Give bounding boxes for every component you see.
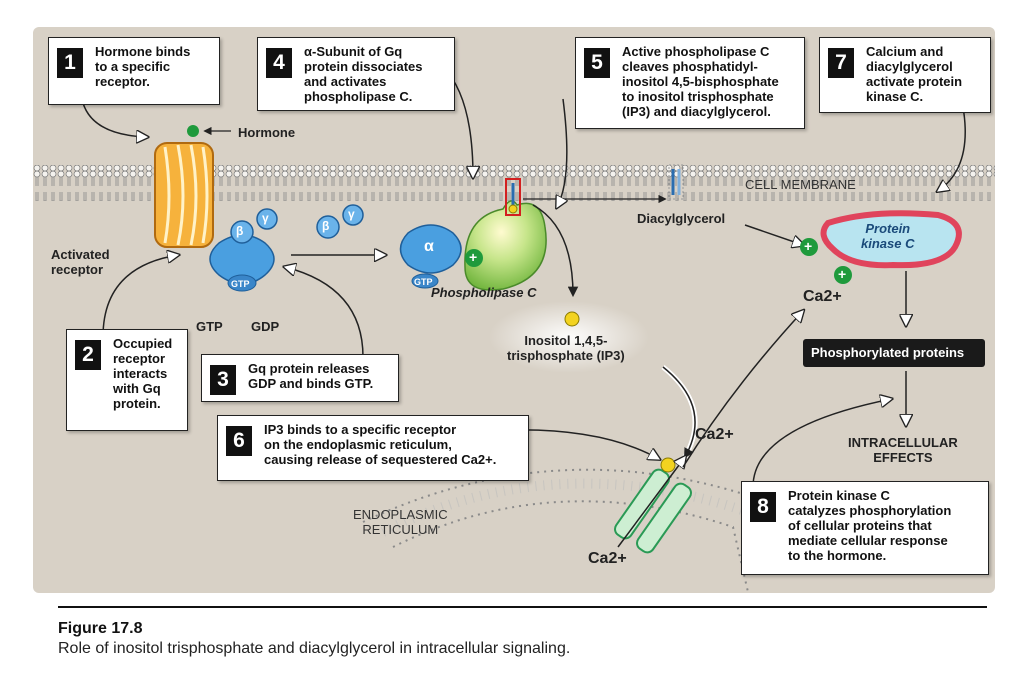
beta-gamma-subunit	[316, 204, 364, 239]
diagram-panel: 1 Hormone binds to a specific receptor. …	[33, 27, 995, 593]
gtp-alpha-label: GTP	[414, 277, 433, 287]
hormone-label: Hormone	[238, 125, 296, 140]
plus-ca-marker	[834, 266, 852, 284]
ip3-label: Inositol 1,4,5- trisphosphate (IP3)	[507, 333, 625, 363]
step-1-text: Hormone binds to a specific receptor.	[95, 44, 191, 89]
step-4-text: α-Subunit of Gq protein dissociates and …	[304, 44, 423, 104]
step-8-number: 8	[750, 492, 776, 522]
er-label: ENDOPLASMIC RETICULUM	[353, 507, 448, 537]
ca-label-pkc: Ca2+	[803, 288, 842, 305]
step-1-number: 1	[57, 48, 83, 78]
step-8-text: Protein kinase C catalyzes phosphorylati…	[788, 488, 952, 563]
beta-label: β	[236, 224, 244, 238]
step-4-box: 4 α-Subunit of Gq protein dissociates an…	[257, 37, 455, 111]
plus-sign-plc: +	[469, 249, 478, 265]
gamma-free-label: γ	[348, 207, 355, 221]
ip3-bound	[660, 457, 676, 473]
plus-sign-ca: +	[838, 266, 847, 282]
step-8-box: 8 Protein kinase C catalyzes phosphoryla…	[741, 481, 989, 575]
ca-label-er: Ca2+	[588, 550, 627, 567]
gtp-label: GTP	[196, 319, 223, 334]
plus-sign-dag: +	[804, 238, 813, 254]
step-1-box: 1 Hormone binds to a specific receptor.	[48, 37, 220, 105]
diacylglycerol-label: Diacylglycerol	[637, 211, 726, 226]
step-5-box: 5 Active phospholipase C cleaves phospha…	[575, 37, 805, 129]
ip3-molecule	[564, 311, 580, 327]
pip2-marker	[505, 178, 521, 216]
protein-kinase-c-label: Protein kinase C	[861, 221, 915, 251]
cell-membrane-label: CELL MEMBRANE	[745, 177, 856, 192]
g-protein-complex	[209, 208, 278, 292]
step-6-text: IP3 binds to a specific receptor on the …	[264, 422, 497, 467]
step-2-box: 2 Occupied receptor interacts with Gq pr…	[66, 329, 188, 431]
step-5-text: Active phospholipase C cleaves phosphati…	[622, 44, 779, 119]
step-5-number: 5	[584, 48, 610, 78]
step-7-box: 7 Calcium and diacylglycerol activate pr…	[819, 37, 991, 113]
step-7-number: 7	[828, 48, 854, 78]
er-membrane	[362, 468, 774, 593]
step-4-number: 4	[266, 48, 292, 78]
step-3-text: Gq protein releases GDP and binds GTP.	[248, 361, 374, 391]
plus-dag-marker	[800, 238, 818, 256]
hormone-molecule	[187, 125, 199, 137]
ip3-receptor	[614, 468, 692, 554]
alpha-label: α	[424, 238, 434, 255]
plus-plc-marker	[465, 249, 483, 267]
activated-receptor	[154, 142, 214, 248]
beta-free-label: β	[322, 219, 330, 233]
intracellular-effects-label: INTRACELLULAR EFFECTS	[848, 435, 958, 465]
phospholipase-c-label: Phospholipase C	[431, 285, 537, 300]
step-3-number: 3	[210, 365, 236, 395]
figure-caption: Role of inositol trisphosphate and diacy…	[58, 640, 571, 657]
caption-rule	[58, 606, 987, 608]
step-2-number: 2	[75, 340, 101, 370]
step-6-box: 6 IP3 binds to a specific receptor on th…	[217, 415, 529, 481]
pathway-diagram	[33, 66, 995, 593]
phosphorylated-proteins-box	[803, 339, 985, 367]
gdp-label: GDP	[251, 319, 280, 334]
alpha-subunit	[399, 224, 462, 289]
step-7-text: Calcium and diacylglycerol activate prot…	[866, 44, 963, 104]
step-2-text: Occupied receptor interacts with Gq prot…	[113, 336, 173, 411]
gtp-bound-label: GTP	[231, 279, 250, 289]
activated-receptor-label: Activated receptor	[51, 247, 110, 277]
step-6-number: 6	[226, 426, 252, 456]
diacylglycerol-molecule	[668, 164, 684, 200]
step-3-box: 3 Gq protein releases GDP and binds GTP.	[201, 354, 399, 402]
gamma-label: γ	[262, 211, 269, 225]
ca-label-released: Ca2+	[695, 426, 734, 443]
phosphorylated-proteins-label: Phosphorylated proteins	[811, 345, 965, 360]
protein-kinase-c	[820, 210, 962, 269]
figure-title: Figure 17.8	[58, 620, 143, 637]
